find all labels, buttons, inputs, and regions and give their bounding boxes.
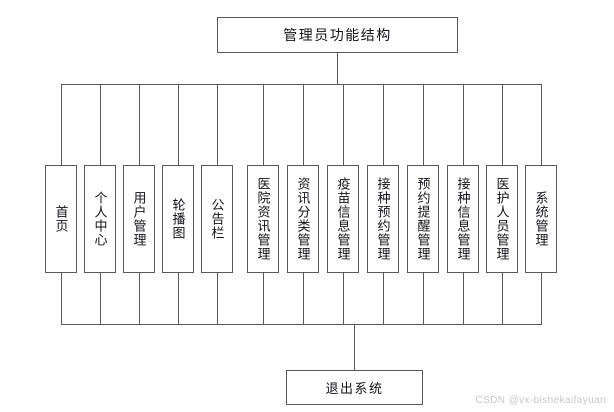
connector-bottom-4	[217, 273, 218, 324]
connector-top-3	[178, 84, 179, 165]
leaf-node-0: 首页	[45, 165, 77, 273]
connector-top-12	[541, 84, 542, 165]
connector-top-0	[61, 84, 62, 165]
connector-bottom-8	[383, 273, 384, 324]
leaf-node-label: 资讯分类管理	[295, 177, 311, 261]
connector-bottom-7	[343, 273, 344, 324]
connector-bottom-3	[178, 273, 179, 324]
connector-top-10	[463, 84, 464, 165]
connector-top-6	[303, 84, 304, 165]
leaf-node-label: 疫苗信息管理	[335, 177, 351, 261]
connector-top-5	[263, 84, 264, 165]
connector-bottom-1	[100, 273, 101, 324]
leaf-node-label: 首页	[53, 205, 69, 233]
leaf-node-label: 轮播图	[170, 198, 186, 240]
exit-node-logout: 退出系统	[286, 370, 423, 405]
connector-top-2	[139, 84, 140, 165]
connector-bottom-6	[303, 273, 304, 324]
csdn-watermark: CSDN @vx-bishekaifayuan	[475, 395, 606, 406]
leaf-node-label: 系统管理	[533, 191, 549, 247]
leaf-node-4: 公告栏	[201, 165, 233, 273]
leaf-node-10: 接种信息管理	[447, 165, 479, 273]
connector-top-4	[217, 84, 218, 165]
exit-node-label: 退出系统	[325, 381, 384, 396]
connector-top-11	[502, 84, 503, 165]
leaf-node-11: 医护人员管理	[486, 165, 518, 273]
leaf-node-label: 接种预约管理	[375, 177, 391, 261]
root-node-label: 管理员功能结构	[283, 27, 392, 43]
connector-bottom-10	[463, 273, 464, 324]
leaf-node-6: 资讯分类管理	[287, 165, 319, 273]
connector-top-7	[343, 84, 344, 165]
top-bus-line	[61, 84, 542, 85]
leaf-node-12: 系统管理	[525, 165, 557, 273]
connector-top-1	[100, 84, 101, 165]
connector-bottom-2	[139, 273, 140, 324]
connector-bottom-12	[541, 273, 542, 324]
leaf-node-label: 接种信息管理	[455, 177, 471, 261]
leaf-node-8: 接种预约管理	[367, 165, 399, 273]
leaf-node-label: 预约提醒管理	[415, 177, 431, 261]
leaf-node-label: 医护人员管理	[494, 177, 510, 261]
connector-bottom-5	[263, 273, 264, 324]
connector-top-9	[423, 84, 424, 165]
leaf-node-7: 疫苗信息管理	[327, 165, 359, 273]
leaf-node-label: 个人中心	[92, 191, 108, 247]
connector-bottom-11	[502, 273, 503, 324]
leaf-node-label: 医院资讯管理	[255, 177, 271, 261]
connector-top-8	[383, 84, 384, 165]
leaf-node-3: 轮播图	[162, 165, 194, 273]
root-stem-line	[337, 53, 338, 85]
root-node-admin-function-structure: 管理员功能结构	[217, 17, 458, 53]
leaf-node-2: 用户管理	[123, 165, 155, 273]
exit-stem-line	[354, 324, 355, 370]
leaf-node-9: 预约提醒管理	[407, 165, 439, 273]
leaf-node-label: 公告栏	[209, 198, 225, 240]
leaf-node-label: 用户管理	[131, 191, 147, 247]
connector-bottom-9	[423, 273, 424, 324]
leaf-node-5: 医院资讯管理	[247, 165, 279, 273]
bottom-bus-line	[61, 324, 542, 325]
leaf-node-1: 个人中心	[84, 165, 116, 273]
connector-bottom-0	[61, 273, 62, 324]
